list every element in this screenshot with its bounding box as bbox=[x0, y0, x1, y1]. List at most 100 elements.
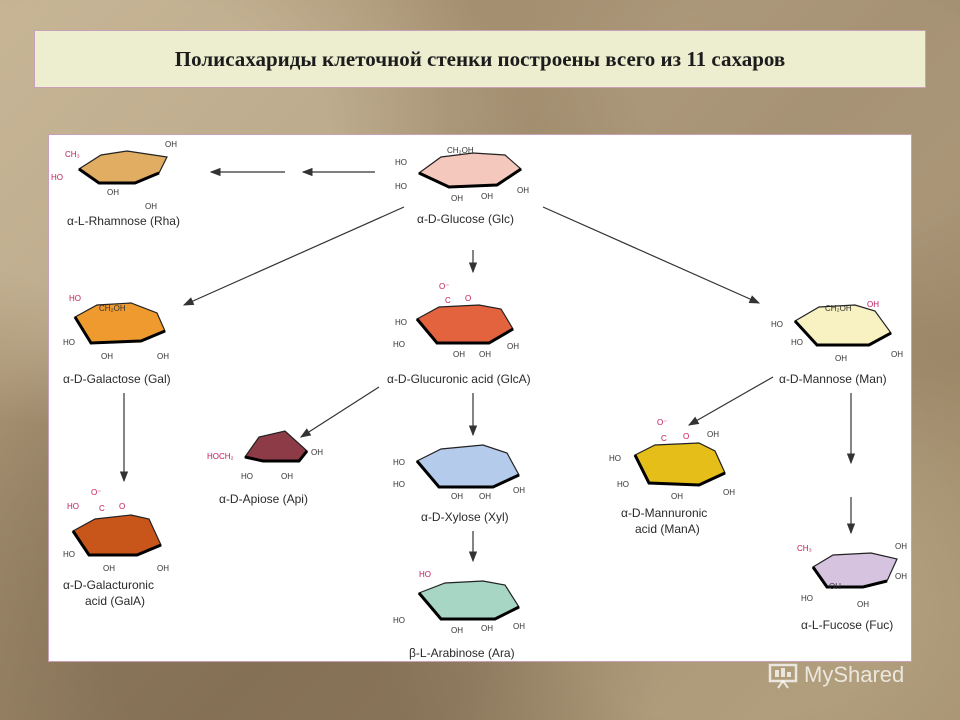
atom-oh-mana-2: OH bbox=[723, 488, 735, 497]
sugar-diagram-panel: CH₃ HO OH OH OH α-L-Rhamnose (Rha) CH₂OH… bbox=[48, 134, 912, 662]
atom-ho-gal-2: HO bbox=[63, 338, 75, 347]
atom-ch2oh-glc: CH₂OH bbox=[447, 146, 474, 155]
atom-ho-xyl-2: HO bbox=[393, 480, 405, 489]
atom-ho-fuc: HO bbox=[801, 594, 813, 603]
atom-hoch2-api: HOCH₂ bbox=[207, 452, 234, 461]
arrow-man-mana bbox=[687, 376, 774, 426]
atom-oh-glca-1: OH bbox=[453, 350, 465, 359]
atom-oh-xyl-3: OH bbox=[513, 486, 525, 495]
sugar-glucose: CH₂OH HO HO OH OH OH α-D-Glucose (Glc) bbox=[395, 146, 529, 226]
sugar-mannose: CH₂OH HO HO OH OH OH α-D-Mannose (Man) bbox=[771, 300, 903, 386]
label-mannuronic-line1: α-D-Mannuronic bbox=[621, 506, 707, 520]
atom-oh-rha-1: OH bbox=[165, 140, 177, 149]
atom-o-glca: O bbox=[465, 294, 471, 303]
atom-c-gala: C bbox=[99, 504, 105, 513]
atom-ho-mana-2: HO bbox=[617, 480, 629, 489]
label-arabinose: β-L-Arabinose (Ara) bbox=[409, 646, 515, 660]
sugar-mannuronic-acid: O⁻ C O HO HO OH OH OH α-D-Mannuronic aci… bbox=[609, 418, 735, 536]
sugar-rhamnose: CH₃ HO OH OH OH α-L-Rhamnose (Rha) bbox=[51, 140, 180, 228]
atom-oh-api-2: OH bbox=[311, 448, 323, 457]
ring-apiose bbox=[243, 430, 308, 462]
label-apiose: α-D-Apiose (Api) bbox=[219, 492, 308, 506]
atom-ch3-fuc: CH₃ bbox=[797, 544, 812, 553]
atom-o-minus-gala: O⁻ bbox=[91, 488, 101, 497]
atom-ho-mana-1: HO bbox=[609, 454, 621, 463]
sugar-glucuronic-acid: O⁻ C O HO HO OH OH OH α-D-Glucuronic aci… bbox=[387, 282, 531, 386]
atom-oh-glc-3: OH bbox=[517, 186, 529, 195]
label-fucose: α-L-Fucose (Fuc) bbox=[801, 618, 893, 632]
presentation-icon bbox=[768, 663, 798, 689]
atom-oh-glc-2: OH bbox=[481, 192, 493, 201]
atom-oh-fuc-3: OH bbox=[857, 600, 869, 609]
atom-ho-rha: HO bbox=[51, 173, 63, 182]
atom-o-mana: O bbox=[683, 432, 689, 441]
atom-oh-ara-2: OH bbox=[481, 624, 493, 633]
atom-ho-gala-1: HO bbox=[67, 502, 79, 511]
arrow-glc-gal bbox=[182, 206, 405, 306]
watermark-text: MyShared bbox=[804, 662, 905, 687]
slide-title: Полисахариды клеточной стенки построены … bbox=[174, 46, 786, 71]
label-galacturonic-line1: α-D-Galacturonic bbox=[63, 578, 154, 592]
label-mannose: α-D-Mannose (Man) bbox=[779, 372, 887, 386]
arrow-glc-man bbox=[542, 206, 761, 304]
label-galacturonic-line2: acid (GalA) bbox=[85, 594, 145, 608]
atom-oh-mana-3: OH bbox=[707, 430, 719, 439]
atom-oh-gal-1: OH bbox=[101, 352, 113, 361]
sugar-galactose: HO CH₂OH HO OH OH α-D-Galactose (Gal) bbox=[63, 294, 171, 386]
atom-o-gala: O bbox=[119, 502, 125, 511]
atom-ho-man-2: HO bbox=[791, 338, 803, 347]
atom-oh-fuc-1: OH bbox=[895, 542, 907, 551]
atom-oh-xyl-1: OH bbox=[451, 492, 463, 501]
atom-oh-api-1: OH bbox=[281, 472, 293, 481]
label-glucose: α-D-Glucose (Glc) bbox=[417, 212, 514, 226]
label-mannuronic-line2: acid (ManA) bbox=[635, 522, 700, 536]
sugar-diagram: CH₃ HO OH OH OH α-L-Rhamnose (Rha) CH₂OH… bbox=[51, 140, 907, 660]
atom-c-mana: C bbox=[661, 434, 667, 443]
atom-ho-glca-2: HO bbox=[393, 340, 405, 349]
sugar-xylose: HO HO OH OH OH α-D-Xylose (Xyl) bbox=[393, 444, 525, 524]
label-galactose: α-D-Galactose (Gal) bbox=[63, 372, 171, 386]
watermark: MyShared bbox=[768, 658, 938, 692]
atom-ho-gala-2: HO bbox=[63, 550, 75, 559]
atom-ho-gal-1: HO bbox=[69, 294, 81, 303]
atom-oh-ara-3: OH bbox=[513, 622, 525, 631]
atom-oh-fuc-4: OH bbox=[895, 572, 907, 581]
atom-oh-gal-2: OH bbox=[157, 352, 169, 361]
atom-oh-rha-3: OH bbox=[145, 202, 157, 211]
atom-ho-man-1: HO bbox=[771, 320, 783, 329]
atom-oh-man-1: OH bbox=[835, 354, 847, 363]
atom-oh-fuc-2: OH bbox=[829, 582, 841, 591]
atom-oh-mana-1: OH bbox=[671, 492, 683, 501]
sugar-arabinose: HO HO OH OH OH β-L-Arabinose (Ara) bbox=[393, 570, 525, 660]
atom-oh-gala-2: OH bbox=[157, 564, 169, 573]
atom-oh-glca-2: OH bbox=[479, 350, 491, 359]
atom-c-glca: C bbox=[445, 296, 451, 305]
atom-oh-rha-2: OH bbox=[107, 188, 119, 197]
atom-ho-glc-2: HO bbox=[395, 182, 407, 191]
atom-ch3-rha: CH₃ bbox=[65, 150, 80, 159]
arrow-glca-api bbox=[299, 386, 380, 438]
atom-oh-man-3: OH bbox=[867, 300, 879, 309]
atom-oh-glc-1: OH bbox=[451, 194, 463, 203]
atom-oh-man-2: OH bbox=[891, 350, 903, 359]
atom-ho-ara-2: HO bbox=[393, 616, 405, 625]
atom-oh-gala-1: OH bbox=[103, 564, 115, 573]
atom-ho-api: HO bbox=[241, 472, 253, 481]
label-rhamnose: α-L-Rhamnose (Rha) bbox=[67, 214, 180, 228]
atom-ho-ara-1: HO bbox=[419, 570, 431, 579]
atom-o-minus-glca: O⁻ bbox=[439, 282, 449, 291]
atom-oh-glca-3: OH bbox=[507, 342, 519, 351]
atom-ho-xyl-1: HO bbox=[393, 458, 405, 467]
atom-ch2oh-man: CH₂OH bbox=[825, 304, 852, 313]
label-xylose: α-D-Xylose (Xyl) bbox=[421, 510, 509, 524]
ring-glucose bbox=[417, 152, 522, 188]
sugar-fucose: CH₃ OH HO OH OH OH α-L-Fucose (Fuc) bbox=[797, 542, 907, 632]
arrows bbox=[119, 167, 856, 563]
atom-o-minus-mana: O⁻ bbox=[657, 418, 667, 427]
atom-oh-ara-1: OH bbox=[451, 626, 463, 635]
title-box: Полисахариды клеточной стенки построены … bbox=[34, 30, 926, 88]
sugar-galacturonic-acid: O⁻ C O HO HO OH OH α-D-Galacturonic acid… bbox=[63, 488, 169, 608]
atom-ch2oh-gal: CH₂OH bbox=[99, 304, 126, 313]
label-glucuronic-acid: α-D-Glucuronic acid (GlcA) bbox=[387, 372, 531, 386]
atom-ho-glca-1: HO bbox=[395, 318, 407, 327]
